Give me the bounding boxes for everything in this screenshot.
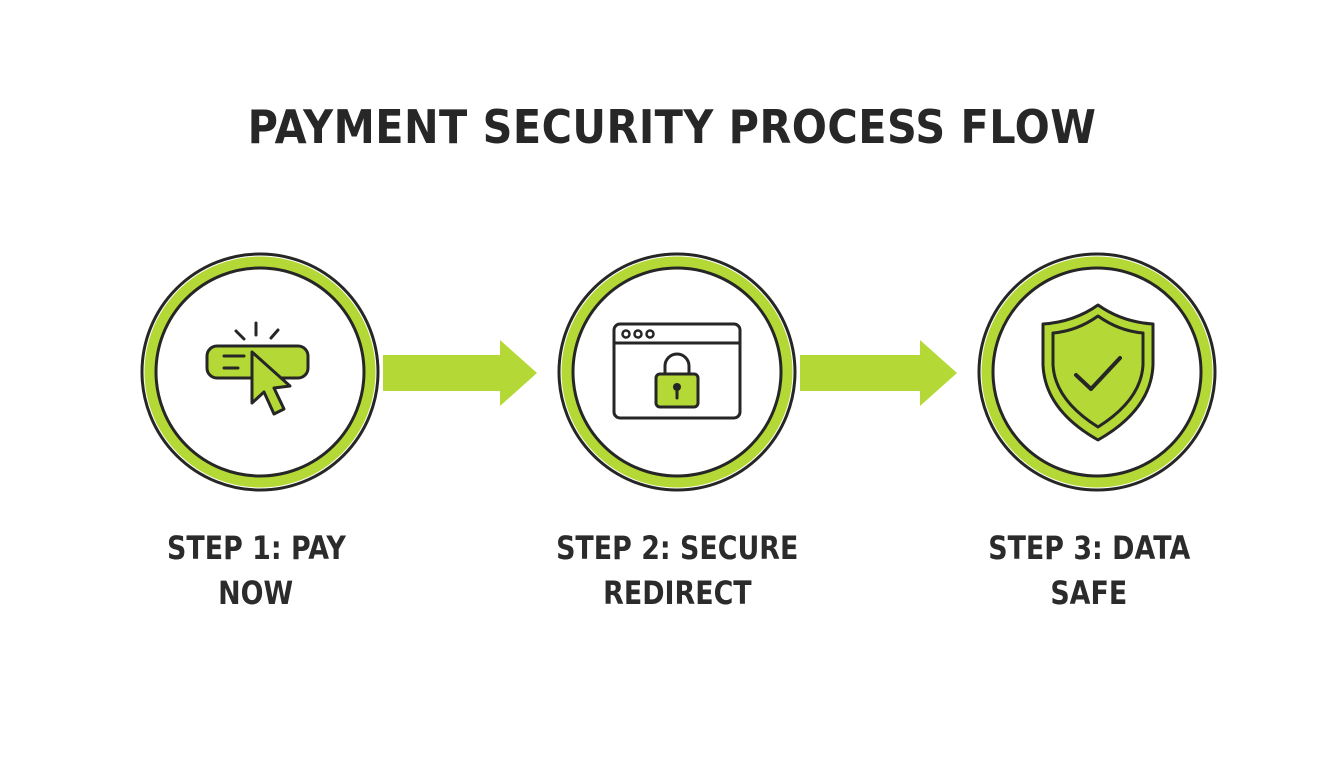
step-3-label-line2: SAFE	[1050, 574, 1128, 612]
browser-lock-icon	[612, 322, 742, 420]
step-1-node	[140, 252, 380, 492]
shield-check-icon	[1041, 303, 1155, 442]
step-2-label-line2: REDIRECT	[602, 574, 752, 612]
step-1-label-line1: STEP 1: PAY	[166, 529, 346, 567]
arrow-2-3	[800, 340, 957, 406]
step-1-label: STEP 1: PAY NOW	[96, 526, 416, 616]
click-button-icon	[205, 321, 310, 416]
step-3-label: STEP 3: DATA SAFE	[929, 526, 1249, 616]
step-2-label-line1: STEP 2: SECURE	[555, 529, 799, 567]
step-1-label-line2: NOW	[218, 574, 294, 612]
step-3-label-line1: STEP 3: DATA	[987, 529, 1190, 567]
step-2-label: STEP 2: SECURE REDIRECT	[517, 526, 837, 616]
arrow-1-2	[383, 340, 537, 406]
step-3-node	[977, 252, 1217, 492]
step-2-node	[557, 252, 797, 492]
page-title: PAYMENT SECURITY PROCESS FLOW	[247, 100, 1097, 154]
